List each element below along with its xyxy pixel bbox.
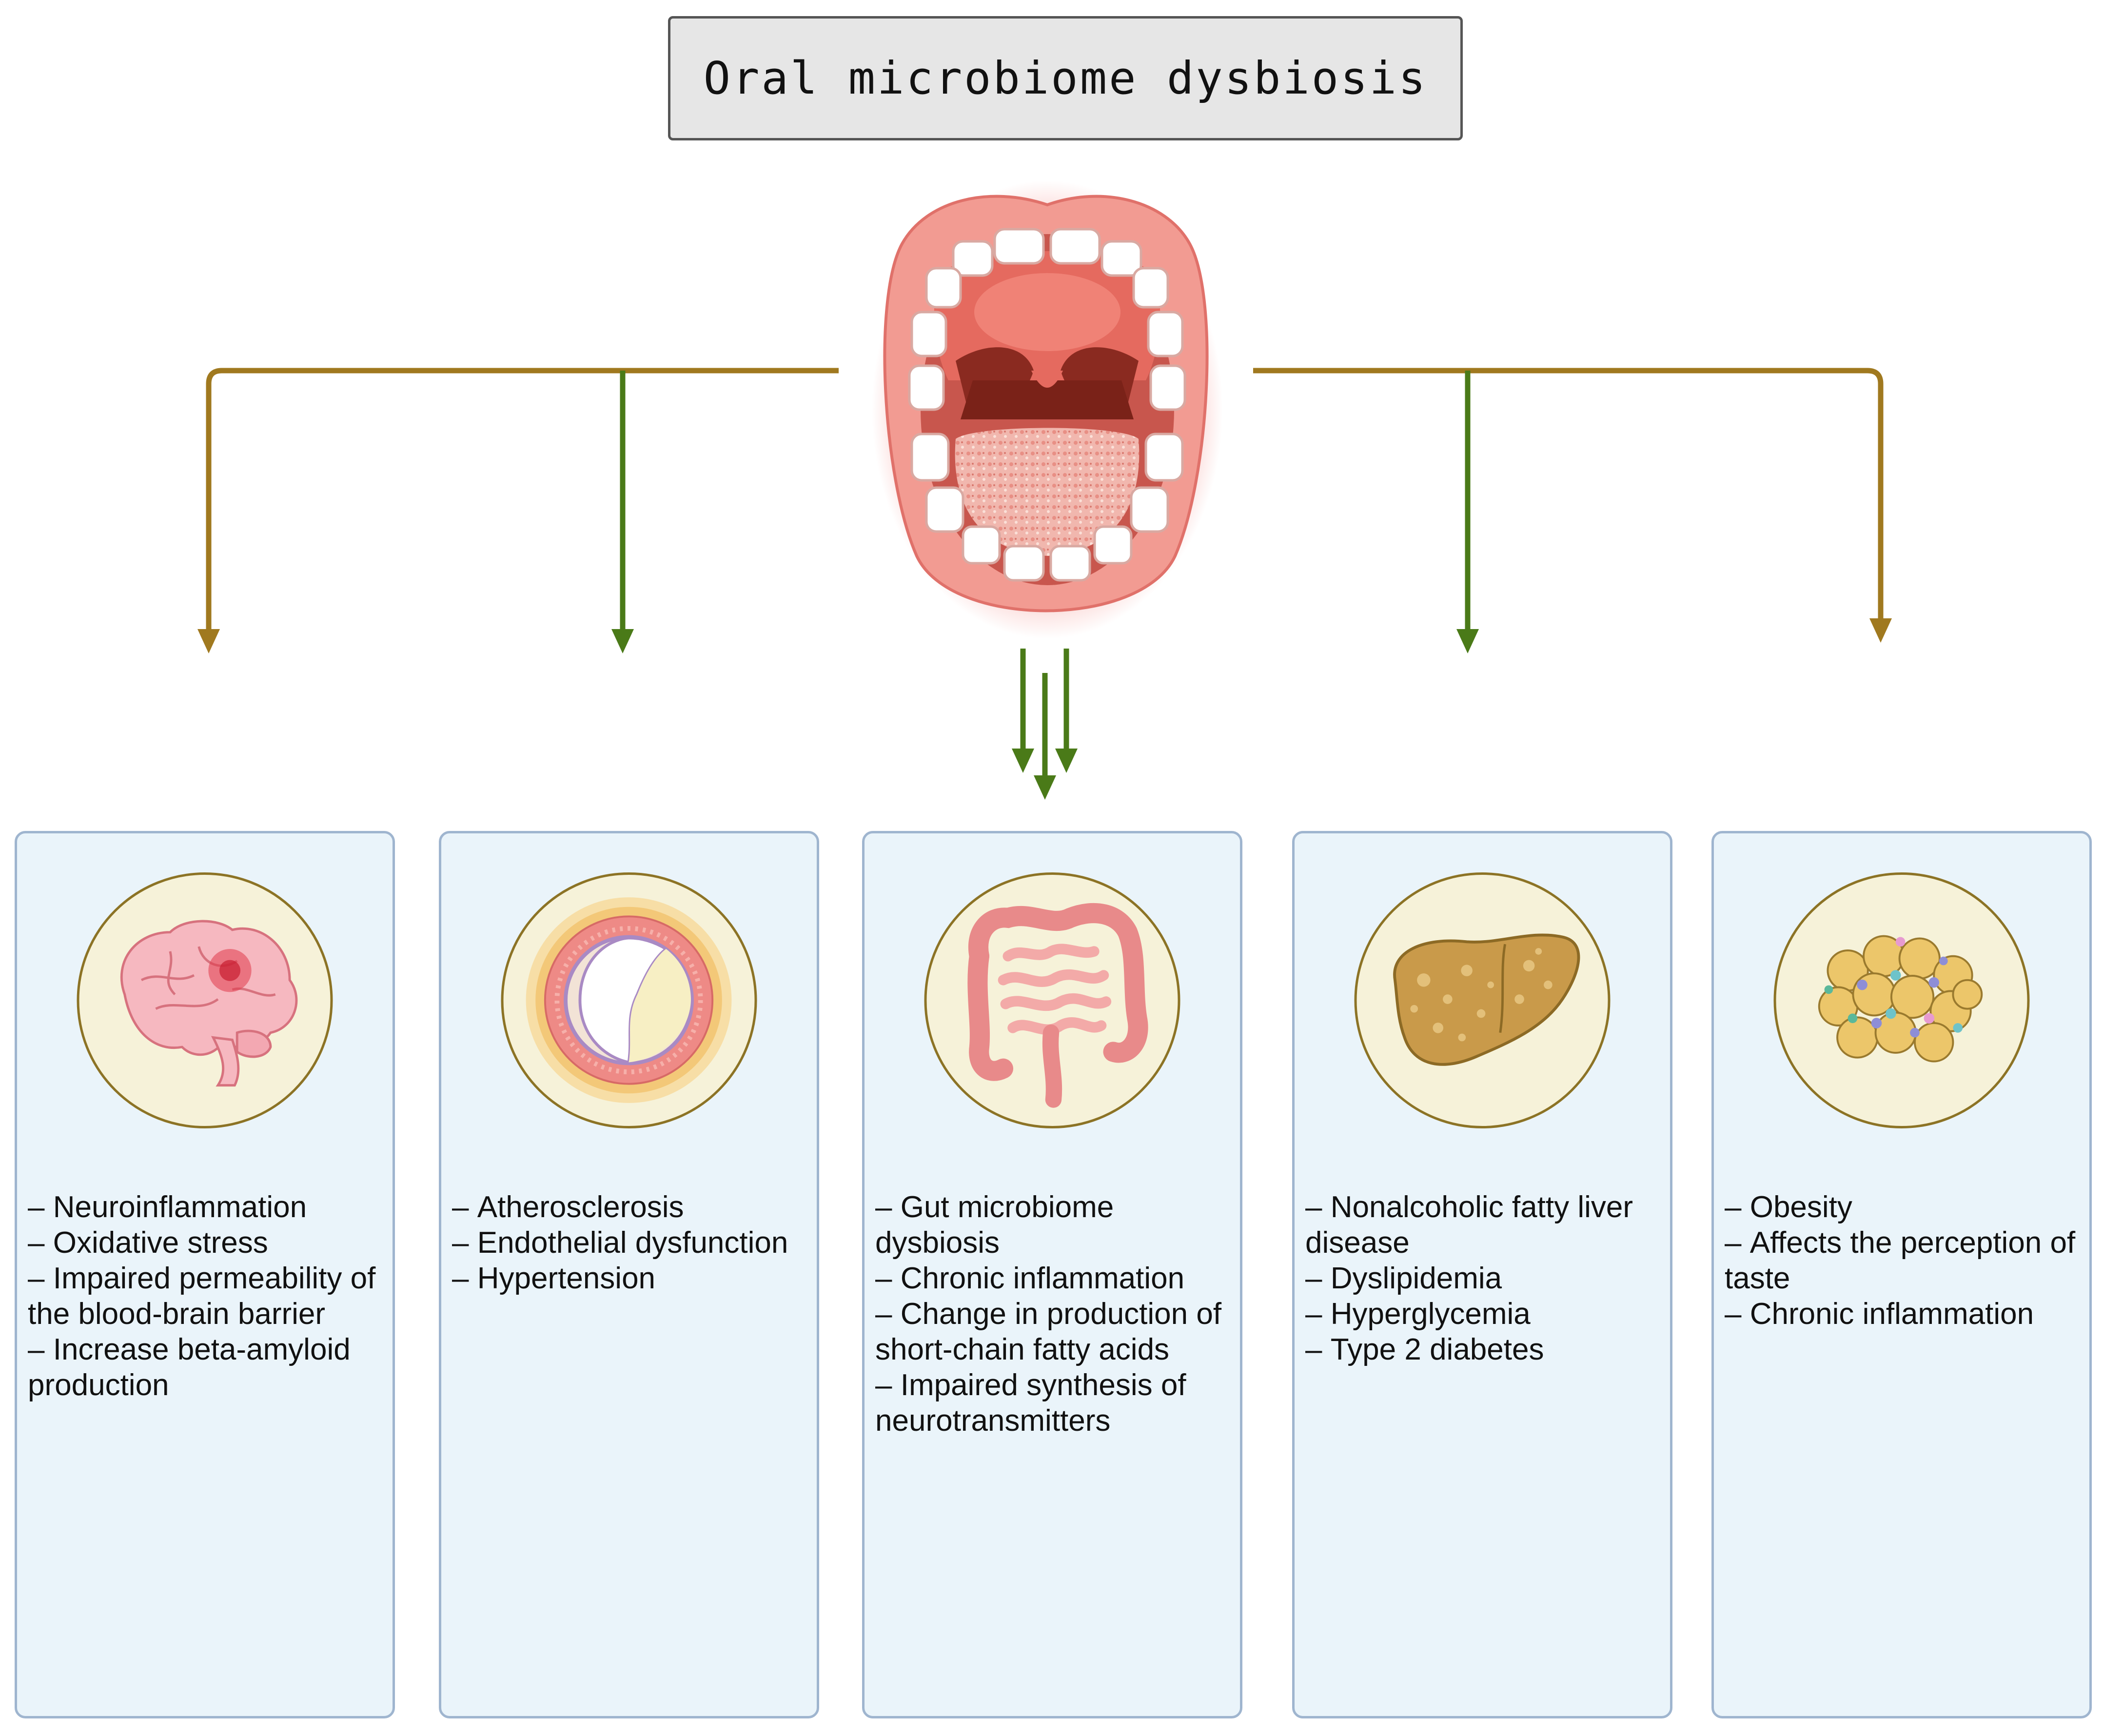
artery-icon-circle — [501, 872, 757, 1128]
list-item: Impaired permeability of the blood-brain… — [28, 1261, 388, 1332]
list-item: Oxidative stress — [28, 1225, 388, 1261]
list-item: Increase beta-amyloid production — [28, 1332, 388, 1403]
arrow-to-brain — [197, 368, 839, 653]
liver-icon-circle — [1354, 872, 1611, 1128]
intestine-effects-list: Gut microbiome dysbiosis Chronic inflamm… — [875, 1189, 1235, 1439]
arrow-to-adipose — [1253, 368, 1892, 643]
artery-icon — [526, 897, 732, 1103]
intestine-icon-circle — [924, 872, 1180, 1128]
list-item: Chronic inflammation — [1725, 1296, 2084, 1332]
adipose-tissue-icon — [1818, 935, 1983, 1063]
title-box: Oral microbiome dysbiosis — [668, 16, 1463, 140]
intestine-icon — [967, 903, 1148, 1108]
list-item: Obesity — [1725, 1189, 2084, 1225]
arrow-to-intestine — [1012, 649, 1078, 800]
list-item: Impaired synthesis of neurotransmitters — [875, 1367, 1235, 1439]
panel-intestine: Gut microbiome dysbiosis Chronic inflamm… — [862, 831, 1242, 1718]
adipose-effects-list: Obesity Affects the perception of taste … — [1725, 1189, 2084, 1332]
arrow-to-liver — [1456, 371, 1479, 653]
liver-effects-list: Nonalcoholic fatty liver disease Dyslipi… — [1305, 1189, 1665, 1367]
arrow-to-artery — [611, 371, 634, 653]
list-item: Affects the perception of taste — [1725, 1225, 2084, 1296]
list-item: Neuroinflammation — [28, 1189, 388, 1225]
fatty-liver-icon — [1393, 933, 1580, 1066]
panel-adipose: Obesity Affects the perception of taste … — [1711, 831, 2092, 1718]
panel-artery: Atherosclerosis Endothelial dysfunction … — [439, 831, 819, 1718]
artery-effects-list: Atherosclerosis Endothelial dysfunction … — [452, 1189, 812, 1296]
panel-brain: Neuroinflammation Oxidative stress Impai… — [15, 831, 395, 1718]
list-item: Gut microbiome dysbiosis — [875, 1189, 1235, 1261]
list-item: Hyperglycemia — [1305, 1296, 1665, 1332]
brain-icon-circle — [77, 872, 333, 1128]
diagram-title: Oral microbiome dysbiosis — [703, 52, 1428, 104]
list-item: Nonalcoholic fatty liver disease — [1305, 1189, 1665, 1261]
brain-icon — [120, 920, 298, 1087]
list-item: Change in production of short-chain fatt… — [875, 1296, 1235, 1367]
list-item: Hypertension — [452, 1261, 812, 1296]
list-item: Chronic inflammation — [875, 1261, 1235, 1296]
brain-effects-list: Neuroinflammation Oxidative stress Impai… — [28, 1189, 388, 1403]
list-item: Endothelial dysfunction — [452, 1225, 812, 1261]
list-item: Type 2 diabetes — [1305, 1332, 1665, 1367]
list-item: Dyslipidemia — [1305, 1261, 1665, 1296]
adipose-icon-circle — [1773, 872, 2030, 1128]
list-item: Atherosclerosis — [452, 1189, 812, 1225]
open-mouth-icon — [872, 180, 1223, 639]
panel-liver: Nonalcoholic fatty liver disease Dyslipi… — [1292, 831, 1672, 1718]
